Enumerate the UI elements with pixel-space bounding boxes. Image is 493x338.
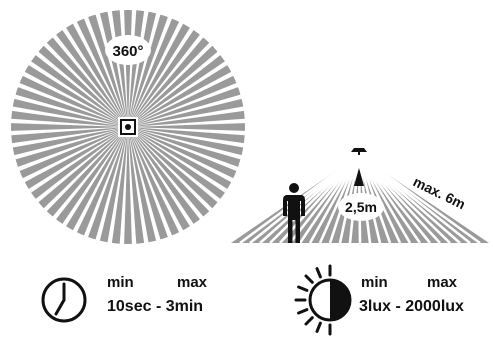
detection-ray bbox=[66, 127, 128, 231]
lux-ray bbox=[304, 274, 314, 284]
lux-max-label: max bbox=[427, 274, 458, 291]
height-label-bubble bbox=[338, 193, 384, 221]
detection-ray bbox=[88, 127, 128, 240]
person-icon bbox=[283, 183, 305, 243]
detection-ray bbox=[76, 18, 128, 128]
detection-ray bbox=[128, 127, 244, 156]
detection-ray bbox=[128, 18, 180, 128]
detection-ray bbox=[128, 123, 245, 131]
clock-minute-hand bbox=[54, 298, 66, 316]
sensor-icon bbox=[120, 119, 136, 135]
detection-ray bbox=[128, 75, 237, 127]
detection-ray bbox=[128, 55, 225, 127]
lux-ray bbox=[315, 321, 322, 333]
detection-ray bbox=[128, 23, 190, 127]
detection-ray bbox=[124, 127, 132, 244]
detection-ray bbox=[38, 127, 128, 209]
height-arrow-icon bbox=[354, 168, 364, 186]
detection-ray bbox=[11, 127, 128, 144]
lux-half-dark bbox=[330, 280, 350, 320]
lux-icon bbox=[308, 278, 352, 322]
detection-ray bbox=[128, 30, 200, 128]
detection-field-top-view: 360° bbox=[11, 10, 245, 244]
cone-ray-gap bbox=[318, 154, 361, 244]
detection-ray bbox=[56, 30, 128, 128]
detection-ray bbox=[128, 127, 241, 167]
cone-ray-gap bbox=[298, 154, 361, 244]
detection-ray bbox=[99, 127, 128, 243]
detection-ray bbox=[31, 127, 129, 199]
lux-ray bbox=[297, 308, 309, 315]
detection-ray bbox=[128, 37, 210, 127]
detection-ray bbox=[88, 14, 128, 128]
detection-ray bbox=[128, 127, 190, 231]
cone-ray-gap bbox=[357, 154, 412, 244]
time-setting: min max 10sec - 3min bbox=[41, 274, 208, 323]
detection-ray bbox=[31, 55, 129, 127]
time-max-label: max bbox=[177, 274, 208, 291]
detection-ray bbox=[99, 11, 128, 127]
detection-ray bbox=[56, 127, 128, 224]
detection-ray bbox=[24, 127, 128, 189]
light-setting: min max 3lux - 2000lux bbox=[294, 264, 464, 336]
detection-ray bbox=[128, 11, 157, 127]
lux-rays-icon bbox=[294, 264, 332, 336]
detection-ray bbox=[128, 127, 218, 209]
detection-ray bbox=[128, 127, 232, 189]
coverage-angle-label: 360° bbox=[112, 43, 143, 60]
detection-ray bbox=[128, 127, 200, 224]
lux-range-value: 3lux - 2000lux bbox=[359, 298, 464, 315]
ceiling-sensor-icon bbox=[351, 148, 367, 152]
detection-ray bbox=[128, 127, 210, 217]
lux-min-label: min bbox=[361, 274, 388, 291]
detection-ray bbox=[128, 110, 245, 127]
lux-ray bbox=[297, 285, 309, 292]
lux-ray bbox=[315, 267, 322, 279]
cone-ray-gap bbox=[288, 154, 361, 244]
detection-ray bbox=[128, 127, 225, 199]
detection-ray bbox=[38, 45, 128, 127]
mounting-height-label: 2,5m bbox=[345, 199, 377, 215]
detection-ray bbox=[15, 87, 129, 127]
detection-ray bbox=[124, 10, 132, 127]
lux-half-light bbox=[310, 280, 330, 320]
detection-ray bbox=[12, 127, 128, 156]
angle-label-bubble bbox=[105, 35, 151, 65]
detection-ray bbox=[24, 65, 128, 127]
detection-ray bbox=[12, 98, 128, 127]
lux-ray bbox=[304, 316, 314, 326]
time-min-label: min bbox=[107, 274, 134, 291]
detection-ray bbox=[128, 127, 145, 244]
cone-ray-gap bbox=[358, 153, 481, 245]
detection-ray bbox=[128, 127, 245, 144]
detection-ray bbox=[76, 127, 128, 236]
clock-icon bbox=[41, 277, 87, 323]
cone-ray-gap bbox=[279, 154, 360, 244]
detection-ray bbox=[46, 127, 128, 217]
detection-ray bbox=[11, 110, 128, 127]
detection-ray bbox=[111, 127, 128, 244]
detection-ray bbox=[128, 127, 237, 179]
detection-ray bbox=[128, 87, 241, 127]
detection-ray bbox=[15, 127, 129, 167]
detection-rays bbox=[11, 10, 245, 244]
detection-ray bbox=[128, 127, 157, 243]
detection-ray bbox=[19, 127, 129, 179]
detection-ray bbox=[66, 23, 128, 127]
detection-ray bbox=[128, 98, 244, 127]
detection-ray bbox=[46, 37, 128, 127]
detection-ray bbox=[128, 65, 232, 127]
detection-ray bbox=[128, 45, 218, 127]
cone-ray-gap bbox=[308, 154, 361, 244]
time-range-value: 10sec - 3min bbox=[107, 298, 203, 315]
sensor-lens bbox=[125, 124, 131, 130]
detection-ray bbox=[128, 127, 180, 236]
detection-field-side-view: 2,5m max. 6m bbox=[231, 148, 489, 245]
detection-ray bbox=[11, 123, 129, 131]
detection-ray bbox=[128, 127, 168, 240]
detection-ray bbox=[19, 75, 129, 127]
detection-ray bbox=[128, 14, 168, 128]
